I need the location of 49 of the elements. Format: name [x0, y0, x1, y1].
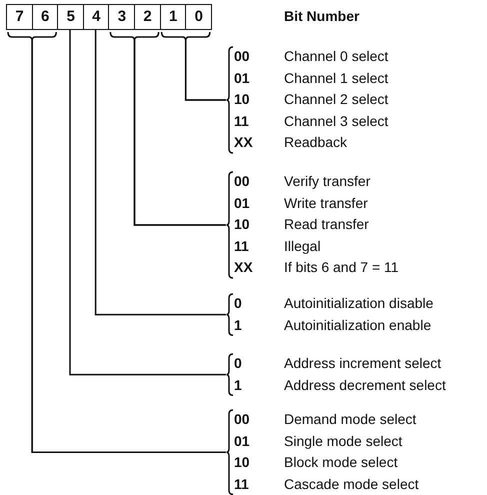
bit-value: 01 — [234, 194, 250, 213]
bit-value: 11 — [234, 112, 249, 131]
option-description: Channel 2 select — [284, 90, 388, 110]
bit-cell: 0 — [185, 4, 212, 30]
option-description: Address increment select — [284, 354, 442, 373]
bit-value: 1 — [234, 316, 242, 335]
bit-value: 0 — [234, 294, 242, 313]
option-description: Address decrement select — [284, 376, 446, 395]
bit-cell: 3 — [108, 4, 136, 30]
bit-value: 00 — [234, 410, 250, 429]
option-description: Single mode select — [284, 432, 402, 451]
option-description: If bits 6 and 7 = 11 — [284, 258, 399, 278]
option-description: Channel 3 select — [284, 112, 388, 131]
bit-value: XX — [234, 133, 253, 152]
option-description: Demand mode select — [284, 410, 416, 429]
bit-value: 01 — [234, 432, 250, 451]
bit-value: 0 — [234, 354, 242, 373]
bit-value: 10 — [234, 453, 250, 472]
bit-cell: 6 — [32, 4, 59, 30]
option-description: Illegal — [284, 236, 321, 256]
bit-value: 01 — [234, 68, 250, 88]
leader-line — [134, 32, 226, 226]
leader-line — [69, 30, 226, 376]
option-description: Cascade mode select — [284, 474, 419, 494]
bit-value: 1 — [234, 376, 242, 395]
bit-value: XX — [234, 258, 253, 278]
bit-cell: 1 — [160, 4, 187, 30]
bit-cell: 7 — [6, 4, 34, 30]
option-description: Block mode select — [284, 453, 398, 472]
option-description: Read transfer — [284, 215, 369, 234]
bit-cell: 4 — [82, 4, 110, 30]
bit-value: 11 — [234, 236, 249, 256]
option-description: Readback — [284, 133, 348, 152]
bit-value: 10 — [234, 90, 250, 110]
option-description: Verify transfer — [284, 172, 370, 191]
bit-value: 00 — [234, 172, 250, 191]
bit-value: 10 — [234, 215, 250, 234]
leader-line — [184, 32, 226, 101]
heading-text: Bit Number — [284, 8, 360, 24]
option-description: Autoinitialization enable — [284, 316, 432, 335]
bit-value: 11 — [234, 474, 249, 494]
option-description: Write transfer — [284, 194, 368, 213]
bit-value: 00 — [234, 47, 250, 66]
option-description: Autoinitialization disable — [284, 294, 434, 313]
option-description: Channel 0 select — [284, 47, 388, 66]
leader-line — [94, 30, 226, 316]
bit-cell: 2 — [134, 4, 162, 30]
option-description: Channel 1 select — [284, 68, 388, 88]
bit-cell: 5 — [57, 4, 84, 30]
